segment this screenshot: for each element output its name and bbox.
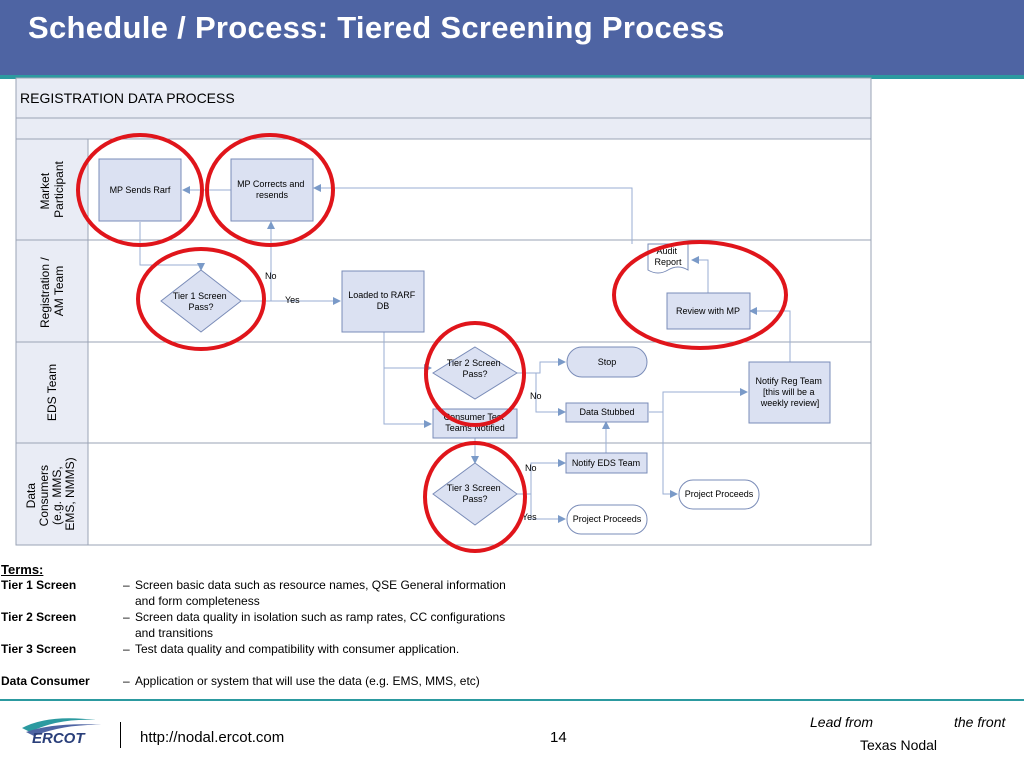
term-dash: – [123,578,130,592]
node-data-stubbed [565,402,649,423]
edge-label-tier1-no: No [265,271,277,281]
footer-separator [120,722,121,748]
page-title: Schedule / Process: Tiered Screening Pro… [28,10,725,45]
tagline-texas-nodal: Texas Nodal [860,737,938,753]
edge-audit-to-corrects [313,184,633,244]
lane-label-data-consumers: Data Consumers (e.g. MMS, EMS, NMMS) [24,457,77,530]
node-tier3-decision [432,462,518,526]
term-tier2: Tier 2 Screen – Screen data quality in i… [1,609,521,641]
highlight-circle-mp-corrects [205,133,335,247]
term-dash: – [123,674,130,688]
node-project-proceeds-1-label: Project Proceeds [685,489,754,499]
term-dash: – [123,610,130,624]
node-project-proceeds-1 [678,479,760,510]
process-title: REGISTRATION DATA PROCESS [20,90,235,106]
term-desc: Screen basic data such as resource names… [135,578,506,608]
edge-tier3-yes [530,494,566,523]
lane-label-eds: EDS Team [45,364,59,421]
page-number: 14 [550,729,567,746]
node-stop [566,346,648,378]
footer-url[interactable]: http://nodal.ercot.com [140,729,285,746]
highlight-circle-tier1 [136,247,266,351]
node-project-proceeds-2-label: Project Proceeds [573,514,642,524]
node-loaded-rarf [341,270,425,333]
node-notify-eds-label: Notify EDS Team [572,458,640,468]
term-name: Data Consumer [1,674,90,688]
swimlanes: Market Participant Registration / AM Tea… [15,138,872,546]
node-data-stubbed-label: Data Stubbed [579,407,634,417]
edge-label-tier3-yes: Yes [522,512,537,522]
term-tier3: Tier 3 Screen – Test data quality and co… [1,641,521,657]
ercot-logo: ERCOT [22,718,102,746]
term-name: Tier 1 Screen [1,578,77,592]
header-bar [0,0,1024,75]
edge-tier2-yes [517,358,566,374]
logo-swoosh-2 [26,724,102,736]
nodes: MP Sends Rarf MP Corrects and resends Ti… [98,158,831,535]
edge-label-tier1-yes: Yes [285,295,300,305]
term-dash: – [123,642,130,656]
edge-stubbed-to-proceeds [662,412,678,498]
node-mp-sends-rarf-label: MP Sends Rarf [110,185,171,195]
highlight-circle-mp-sends [76,133,204,247]
edge-labels: No Yes No No Yes [265,271,542,522]
lane-header-registration [15,239,89,343]
footer-accent-line [0,699,1024,701]
term-tier1: Tier 1 Screen – Screen basic data such a… [1,577,521,609]
node-notify-reg [748,361,831,424]
term-desc: Application or system that will use the … [135,674,480,688]
node-project-proceeds-2 [566,504,648,535]
edge-label-tier3-no: No [525,463,537,473]
logo-swoosh [22,718,96,732]
node-stop-label: Stop [598,357,617,367]
lane-label-registration: Registration / AM Team [38,254,66,328]
node-review-with-mp [666,292,751,330]
term-name: Tier 2 Screen [1,610,77,624]
lane-label-market-participant: Market Participant [38,160,66,217]
edge-review-to-audit [691,256,709,293]
term-data-consumer: Data Consumer – Application or system th… [1,673,521,689]
edge-label-tier2-no: No [530,391,542,401]
node-mp-corrects [230,158,314,222]
lane-header-data-consumers [15,442,89,546]
node-tier3-label: Tier 3 Screen Pass? [447,483,503,504]
node-notify-eds [565,452,648,474]
process-diagram: REGISTRATION DATA PROCESS Market Partici… [15,77,872,553]
node-audit-report-label: Audit Report [654,246,682,267]
term-name: Tier 3 Screen [1,642,77,656]
term-desc: Screen data quality in isolation such as… [135,610,506,640]
edge-stubbed-to-notify-reg [649,388,748,413]
edge-tier2-no [535,373,566,416]
node-consumer-test-label: Consumer Test Teams Notified [444,412,507,433]
highlight-circle-audit-review [612,240,788,350]
tagline-the-front: the front [954,714,1006,730]
node-tier2-label: Tier 2 Screen Pass? [447,358,503,379]
highlight-circle-tier3 [423,441,527,553]
header-accent-line [0,75,1024,79]
node-mp-sends-rarf [98,158,182,222]
node-audit-report [647,243,689,274]
logo-text: ERCOT [32,730,86,746]
edge-notify-reg-to-review [749,307,791,362]
node-tier1-label: Tier 1 Screen Pass? [173,291,229,312]
terms-title: Terms: [1,562,44,577]
edge-loaded-to-consumer-test [383,368,432,428]
node-tier2-decision [432,346,518,400]
node-mp-corrects-label: MP Corrects and resends [237,179,307,200]
terms-section: Terms: Tier 1 Screen – Screen basic data… [1,562,521,689]
node-loaded-rarf-label: Loaded to RARF DB [348,290,418,311]
term-desc: Test data quality and compatibility with… [135,642,460,656]
process-title-bar [15,77,872,119]
node-notify-reg-label: Notify Reg Team [this will be a weekly r… [756,376,825,408]
highlight-circle-tier2 [424,321,526,427]
node-tier1-decision [160,269,242,333]
lane-header-market-participant [15,138,89,241]
node-review-with-mp-label: Review with MP [676,306,740,316]
highlight-circles [76,133,788,553]
tagline-lead-from: Lead from [810,714,874,730]
